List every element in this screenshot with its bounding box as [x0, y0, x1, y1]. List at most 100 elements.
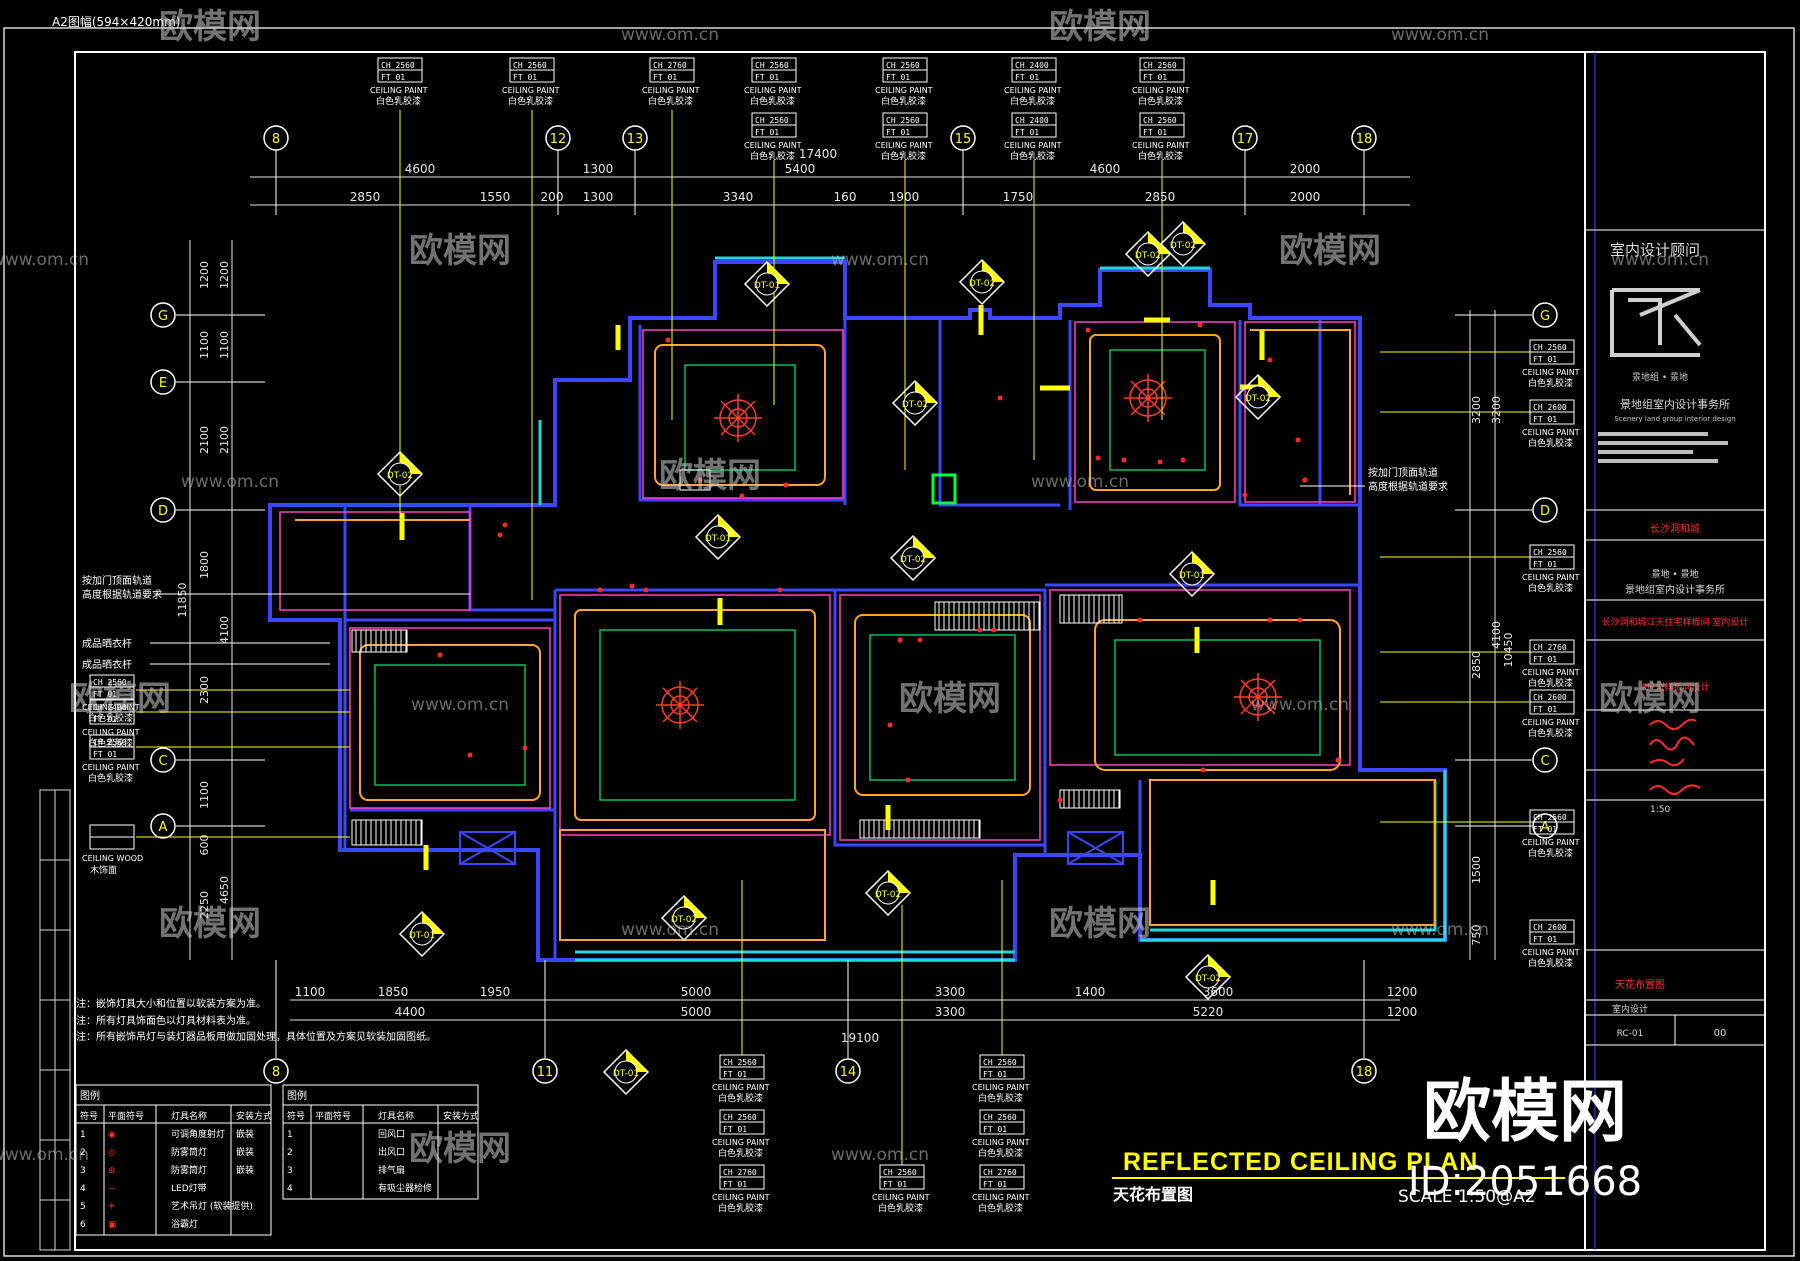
detail-marker-outline [1234, 373, 1282, 421]
detail-marker-circle [672, 906, 696, 930]
exterior-walls [268, 260, 1447, 962]
detail-tag-label: DT-01 [705, 534, 731, 544]
detail-marker-outline [891, 379, 939, 427]
detail-marker-outline [958, 258, 1006, 306]
watermark-brand: 欧模网 [659, 456, 761, 496]
detail-marker-outline [1168, 550, 1216, 598]
detail-marker-circle [970, 270, 994, 294]
legend-cell: 回风口 [378, 1129, 405, 1140]
detail-marker-outline [889, 534, 937, 582]
legend-cell: 防雾筒灯 [171, 1146, 207, 1158]
dim-top2-5: 3340 [723, 190, 754, 204]
ceiling-tag-box [377, 69, 423, 83]
ceiling-paint-cn: 白色乳胶漆 [1528, 377, 1573, 389]
axis-label-bottom: 11 [537, 1065, 554, 1080]
axis-bubble-right [1532, 747, 1558, 773]
ceiling-paint-cn: 白色乳胶漆 [750, 95, 795, 107]
detail-tag-label: DT-02 [1170, 241, 1196, 251]
legend-header: 安装方式 [443, 1110, 479, 1122]
dim-right-b: 10450 [1502, 633, 1515, 668]
finish-code: FT 01 [723, 1125, 747, 1134]
leader-lines [136, 110, 1530, 1165]
ceiling-paint-cn: 白色乳胶漆 [88, 737, 133, 749]
ceiling-height: CH 2560 [755, 61, 789, 70]
ceiling-paint-label: CEILING PAINT [744, 141, 802, 150]
axis-bubble-bottom [532, 1058, 558, 1084]
detail-tag-label: DT-02 [875, 890, 901, 900]
legend-cell: 嵌装 [236, 1128, 254, 1140]
finish-code: FT 01 [1533, 655, 1557, 664]
detail-tag-label: DT-02 [902, 400, 928, 410]
watermark-url: www.om.cn [1391, 25, 1489, 45]
axis-bubble-top [950, 125, 976, 151]
legend-cell: 嵌装 [236, 1164, 254, 1176]
ceiling-paint-label: CEILING PAINT [1522, 668, 1580, 677]
ceiling-height: CH 2600 [1533, 403, 1567, 412]
finish-code: FT 01 [1533, 825, 1557, 834]
dim-right-a: 2850 [1470, 651, 1483, 679]
watermarks: 欧模网欧模网欧模网欧模网欧模网欧模网欧模网欧模网欧模网欧模网欧模网www.om.… [0, 7, 1709, 1169]
downlight [1242, 492, 1248, 498]
detail-marker: DT-02 [660, 894, 708, 942]
dim-left-a: 2250 [198, 891, 211, 919]
legend-cell: ⊕ [108, 1166, 116, 1176]
watermark-brand: 欧模网 [159, 7, 261, 47]
legend-title: 图例 [80, 1089, 100, 1102]
ceiling-paint-label: CEILING PAINT [872, 1193, 930, 1202]
downlight [1200, 767, 1206, 773]
downlight [522, 745, 528, 751]
axis-label-bottom: 8 [272, 1065, 280, 1080]
axis-label-bottom: 14 [840, 1065, 857, 1080]
ceiling-paint-label: CEILING PAINT [744, 86, 802, 95]
detail-tag-label: DT-02 [900, 555, 926, 565]
ceiling-tag-box [979, 1066, 1025, 1080]
detail-marker-circle [901, 546, 925, 570]
ceiling-paint-cn: 白色乳胶漆 [1528, 957, 1573, 969]
ceiling-height: CH 2400 [93, 703, 127, 712]
dim-left-total: 11850 [176, 583, 189, 618]
ceiling-tag-box [89, 711, 135, 725]
ceiling-paint-label: CEILING PAINT [972, 1138, 1030, 1147]
legend-frame [75, 1084, 272, 1236]
plan-title: REFLECTED CEILING PLAN 天花布置图 SCALE 1:50@… [1112, 1148, 1565, 1207]
dim-left-b: 1100 [218, 331, 231, 359]
axis-bubble-right [1532, 497, 1558, 523]
watermark-url: www.om.cn [1031, 472, 1129, 492]
room-note-1b: 高度根据轨道要求 [82, 588, 162, 601]
dim-left-a: 1200 [198, 261, 211, 289]
legend-header: 符号 [287, 1110, 305, 1122]
ceiling-paint-cn: 白色乳胶漆 [1528, 727, 1573, 739]
legend-cell: 4 [80, 1184, 86, 1194]
detail-marker: DT-02 [958, 258, 1006, 306]
ceiling-tag-box [719, 1121, 765, 1135]
watermark-url: www.om.cn [831, 1145, 929, 1165]
finish-code: FT 01 [1533, 415, 1557, 424]
ceiling-height: CH 2760 [1533, 643, 1567, 652]
ceiling-tag-box [979, 1121, 1025, 1135]
dim-bot-2: 1850 [378, 985, 409, 999]
ceiling-paint-label: CEILING PAINT [642, 86, 700, 95]
ceiling-height: CH 2560 [1533, 813, 1567, 822]
finish-code: FT 01 [93, 750, 117, 759]
ceiling-paint-label: CEILING PAINT [1132, 141, 1190, 150]
axis-label-left: A [159, 820, 168, 835]
note-drying-rack-1: 成品晒衣杆 [82, 637, 132, 650]
ceiling-height: CH 2400 [1015, 116, 1049, 125]
legend-left: 图例符号平面符号灯具名称安装方式1◉可调角度射灯嵌装2◎防雾筒灯嵌装3⊕防雾筒灯… [75, 1084, 272, 1236]
detail-tag-label: DT-01 [754, 281, 780, 291]
legend-cell: 6 [80, 1220, 86, 1230]
firm-name-en: Scenery land group interior design [1614, 415, 1735, 423]
wood-label: CEILING WOOD [82, 854, 143, 863]
dim-left-a: 1100 [198, 331, 211, 359]
dim-bot-7: 3600 [1203, 985, 1234, 999]
downlight [997, 395, 1003, 401]
watermark-url: www.om.cn [621, 25, 719, 45]
legend-cell: 1 [80, 1130, 86, 1140]
axis-label-left: G [158, 309, 168, 324]
ceiling-height: CH 2760 [653, 61, 687, 70]
ceiling-tag-box [1529, 411, 1575, 425]
